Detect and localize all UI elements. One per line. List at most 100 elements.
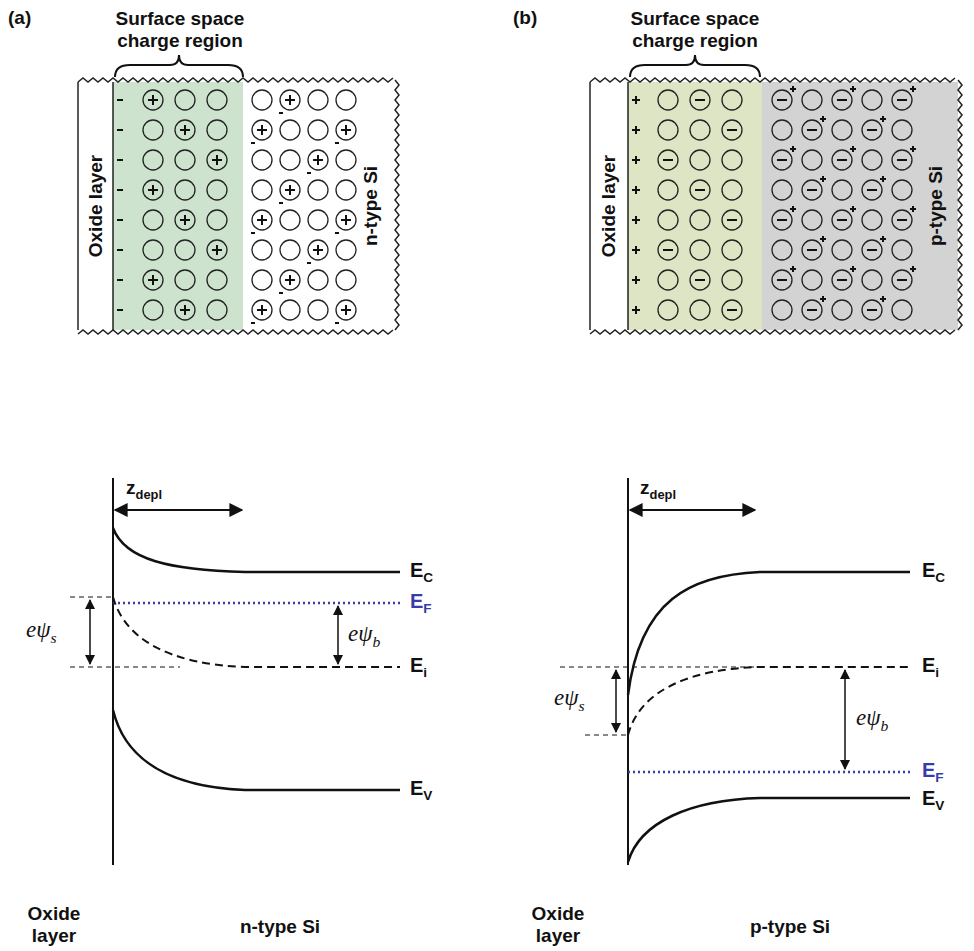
negative-charge <box>867 249 877 251</box>
negative-charge <box>837 159 847 161</box>
negative-charge <box>663 159 673 161</box>
potential-label: eψb <box>856 705 888 734</box>
brace <box>630 55 760 77</box>
atom <box>772 210 792 230</box>
atom <box>175 150 195 170</box>
atom <box>658 270 678 290</box>
atom <box>690 90 710 110</box>
negative-charge <box>251 232 255 234</box>
negative-charge <box>335 142 339 144</box>
positive-charge <box>850 206 856 212</box>
bulk-potential-arrow <box>844 670 846 769</box>
atom <box>207 210 227 230</box>
positive-charge <box>212 155 222 165</box>
atom <box>336 300 356 320</box>
negative-charge <box>117 279 123 281</box>
negative-charge <box>251 322 255 324</box>
positive-charge <box>910 206 916 212</box>
atom <box>772 150 792 170</box>
positive-charge <box>790 146 796 152</box>
atom <box>802 180 822 200</box>
atom <box>892 90 912 110</box>
atom <box>143 270 163 290</box>
atom <box>832 300 852 320</box>
atom <box>802 150 822 170</box>
atom <box>308 210 328 230</box>
space-charge-region <box>628 82 762 330</box>
atom <box>175 240 195 260</box>
interface-line <box>627 82 629 330</box>
band-label: Ei <box>922 654 939 680</box>
band-label: Ei <box>410 654 427 680</box>
atom <box>207 300 227 320</box>
oxide-strip <box>590 82 628 330</box>
positive-charge <box>910 266 916 272</box>
region-label: n-type Si <box>360 166 382 246</box>
atom <box>280 300 300 320</box>
positive-charge <box>880 116 886 122</box>
atom <box>832 150 852 170</box>
brace <box>115 55 243 77</box>
atom <box>802 90 822 110</box>
negative-charge <box>663 249 673 251</box>
atom <box>658 150 678 170</box>
atom <box>658 300 678 320</box>
region-label: p-type Si <box>925 166 947 246</box>
depletion-width-arrow <box>630 509 755 511</box>
negative-charge <box>777 99 787 101</box>
negative-charge <box>695 189 705 191</box>
negative-charge <box>251 142 255 144</box>
interface-line <box>112 82 114 330</box>
atom <box>832 180 852 200</box>
atom <box>308 240 328 260</box>
band-label: EC <box>922 559 945 585</box>
band-label: EV <box>410 777 432 803</box>
potential-label: eψs <box>26 617 57 646</box>
band-label: EF <box>922 759 944 785</box>
atom <box>308 90 328 110</box>
depletion-width-arrow <box>115 509 242 511</box>
positive-charge <box>910 86 916 92</box>
axis-caption: Oxide layer <box>4 903 104 947</box>
positive-charge <box>257 305 267 315</box>
atom <box>207 90 227 110</box>
atom <box>892 210 912 230</box>
reference-tick <box>585 735 628 736</box>
atom <box>722 120 742 140</box>
positive-charge <box>632 276 640 284</box>
atom <box>143 150 163 170</box>
atom <box>722 150 742 170</box>
atom <box>336 270 356 290</box>
negative-charge <box>307 262 311 264</box>
band-label: EC <box>410 559 433 585</box>
atom <box>143 120 163 140</box>
atom <box>892 240 912 260</box>
positive-charge <box>341 125 351 135</box>
width-label: zdepl <box>640 477 676 502</box>
positive-charge <box>820 296 826 302</box>
atom <box>722 180 742 200</box>
atom <box>308 270 328 290</box>
negative-charge <box>807 129 817 131</box>
positive-charge <box>880 176 886 182</box>
atom <box>252 120 272 140</box>
atom <box>336 120 356 140</box>
negative-charge <box>117 219 123 221</box>
atom <box>722 300 742 320</box>
positive-charge <box>285 185 295 195</box>
negative-charge <box>117 249 123 251</box>
atom <box>772 180 792 200</box>
negative-charge <box>335 232 339 234</box>
atom <box>175 180 195 200</box>
region-label: Oxide layer <box>598 155 620 257</box>
atom <box>832 240 852 260</box>
atom <box>832 120 852 140</box>
atom <box>802 300 822 320</box>
atom <box>802 240 822 260</box>
positive-charge <box>341 305 351 315</box>
atom <box>772 300 792 320</box>
silicon-bulk: p-type Si <box>762 88 958 324</box>
positive-charge <box>850 146 856 152</box>
negative-charge <box>695 99 705 101</box>
atom <box>862 210 882 230</box>
